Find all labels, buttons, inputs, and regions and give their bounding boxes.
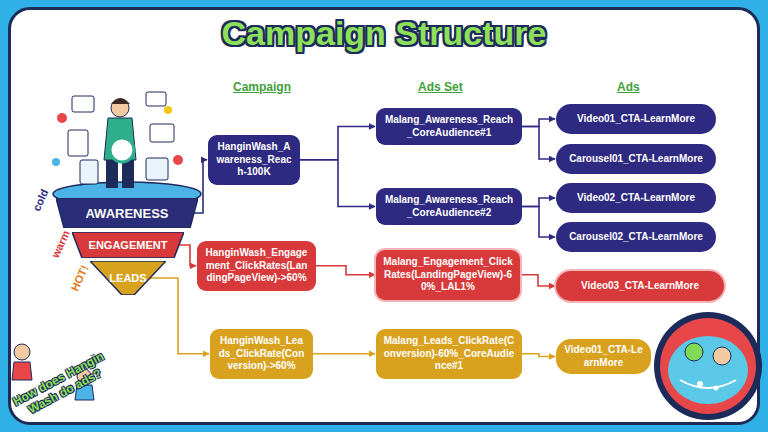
funnel-band: ENGAGEMENT [72, 232, 184, 258]
label: How does Hangin Wash do ads? [6, 347, 118, 424]
ad-box: Video02_CTA-LearnMore [556, 183, 716, 213]
funnel-band: AWARENESS [56, 198, 198, 228]
node-text-group: Video02_CTA-LearnMore [577, 192, 695, 205]
campaign-box: HanginWash_Awareness_Reach-100K [208, 135, 300, 185]
ad-box: Carousel02_CTA-LearnMore [556, 222, 716, 252]
label: cold [30, 187, 50, 213]
label: Ads [617, 80, 640, 94]
node-text-group: HanginWash_Engagement_ClickRates(Landing… [204, 247, 309, 285]
connector [146, 278, 209, 354]
node-text-group: ENGAGEMENT [89, 239, 168, 251]
node-label: Video03_CTA-LearnMore [581, 280, 699, 293]
campaign-box: HanginWash_Leads_ClickRate(Conversion)->… [210, 329, 313, 379]
node-text-group: Video01_CTA-LearnMore [577, 113, 695, 126]
connector [300, 127, 375, 160]
campaign-box: HanginWash_Engagement_ClickRates(Landing… [197, 241, 316, 291]
node-text-group: Video01_CTA-LearnMore [562, 344, 645, 369]
node-label: Video01_CTA-LearnMore [577, 113, 695, 126]
node-text-group: LEADS [109, 272, 146, 284]
title: Campaign Structure [0, 14, 768, 53]
connector [522, 198, 555, 207]
label: Campaign [233, 80, 291, 94]
connector [316, 266, 375, 275]
adset-box: Malang_Awareness_Reach_CoreAudience#1 [376, 108, 522, 145]
label: Ads Set [418, 80, 463, 94]
node-label: Video01_CTA-LearnMore [562, 344, 645, 369]
connector [522, 119, 555, 127]
adset-box: Malang_Leads_ClickRate(Conversion)-60%_C… [376, 329, 522, 379]
ad-box: Video03_CTA-LearnMore [556, 271, 724, 301]
node-text-group: HanginWash_Leads_ClickRate(Conversion)->… [217, 335, 306, 373]
node-text-group: Malang_Leads_ClickRate(Conversion)-60%_C… [383, 335, 515, 373]
connector [300, 160, 375, 207]
ad-box: Video01_CTA-LearnMore [556, 104, 716, 134]
connector [313, 353, 375, 355]
node-label: Malang_Awareness_Reach_CoreAudience#2 [383, 194, 515, 219]
node-text-group: AWARENESS [85, 206, 168, 221]
label: HOT! [68, 263, 90, 292]
connector [522, 207, 555, 238]
connector [179, 245, 196, 266]
node-text-group: Video03_CTA-LearnMore [581, 280, 699, 293]
connector [520, 275, 555, 286]
ad-box: Video01_CTA-LearnMore [556, 339, 651, 374]
node-text-group: HanginWash_Awareness_Reach-100K [215, 141, 293, 179]
funnel-band: LEADS [90, 261, 166, 295]
ad-box: Carousel01_CTA-LearnMore [556, 144, 716, 174]
adset-box: Malang_Awareness_Reach_CoreAudience#2 [376, 188, 522, 225]
node-label: HanginWash_Leads_ClickRate(Conversion)->… [217, 335, 306, 373]
node-text-group: Carousel02_CTA-LearnMore [569, 231, 703, 244]
node-label: Malang_Leads_ClickRate(Conversion)-60%_C… [383, 335, 515, 373]
node-label: Carousel02_CTA-LearnMore [569, 231, 703, 244]
node-label: AWARENESS [85, 206, 168, 221]
node-label: Video02_CTA-LearnMore [577, 192, 695, 205]
connector [522, 354, 555, 357]
node-text-group: Carousel01_CTA-LearnMore [569, 153, 703, 166]
label: warm [49, 228, 72, 259]
node-text-group: Malang_Awareness_Reach_CoreAudience#2 [383, 194, 515, 219]
node-label: Carousel01_CTA-LearnMore [569, 153, 703, 166]
node-label: HanginWash_Engagement_ClickRates(Landing… [204, 247, 309, 285]
node-label: HanginWash_Awareness_Reach-100K [215, 141, 293, 179]
node-label: ENGAGEMENT [89, 239, 168, 251]
node-text-group: Malang_Awareness_Reach_CoreAudience#1 [383, 114, 515, 139]
node-label: Malang_Awareness_Reach_CoreAudience#1 [383, 114, 515, 139]
node-label: LEADS [109, 272, 146, 284]
adset-box: Malang_Engagement_ClickRates(LandingPage… [376, 250, 520, 300]
node-text-group: Malang_Engagement_ClickRates(LandingPage… [383, 256, 513, 294]
connector [522, 127, 555, 160]
node-label: Malang_Engagement_ClickRates(LandingPage… [383, 256, 513, 294]
